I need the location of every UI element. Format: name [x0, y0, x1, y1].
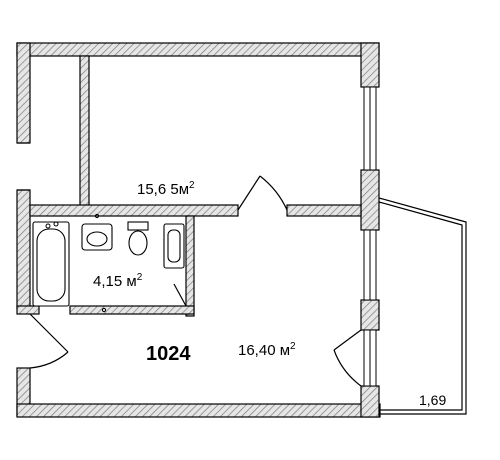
kitchen-area-label: 16,40 м2	[238, 341, 296, 359]
door-room-swing	[259, 175, 288, 211]
wall-left-upper	[16, 42, 31, 144]
sink-basin	[86, 231, 108, 247]
apartment-number: 1024	[146, 343, 191, 365]
door-room-leaf	[237, 175, 261, 211]
wall-right-lower	[360, 299, 380, 331]
toilet-tank	[127, 221, 149, 231]
wall-left-middle	[16, 189, 31, 309]
bathtub-inner	[36, 228, 66, 302]
room-area-label: 15,6 5м2	[137, 180, 195, 198]
windows	[363, 86, 377, 387]
door-bathroom-leaf	[173, 283, 187, 307]
partition-bathroom-bottom	[69, 305, 195, 315]
pipe-marks	[44, 213, 107, 313]
door-balcony-leaf	[333, 329, 362, 351]
door-entrance-swing	[29, 351, 69, 369]
walls	[16, 42, 381, 418]
door-entrance-leaf	[29, 313, 69, 353]
bathroom-fixtures	[32, 221, 185, 307]
door-balcony-swing	[333, 349, 362, 387]
balcony-area-label: 1,69	[419, 392, 446, 408]
balcony	[378, 197, 467, 415]
closet-opening	[17, 142, 30, 191]
partition-closet	[79, 55, 90, 209]
partition-bathroom	[185, 215, 195, 317]
partition-room-left	[29, 204, 239, 217]
partition-room-right	[286, 204, 362, 217]
wall-right-upper	[360, 42, 380, 88]
wall-right-bottom	[360, 385, 380, 418]
wall-top	[16, 42, 380, 57]
wall-right-mid	[360, 169, 380, 231]
toilet-bowl	[128, 230, 148, 256]
wall-stub-door	[16, 305, 40, 315]
washer-inner	[167, 229, 181, 263]
doors	[29, 175, 362, 387]
wall-bottom	[16, 403, 381, 418]
bathroom-area-label: 4,15 м2	[93, 272, 143, 290]
